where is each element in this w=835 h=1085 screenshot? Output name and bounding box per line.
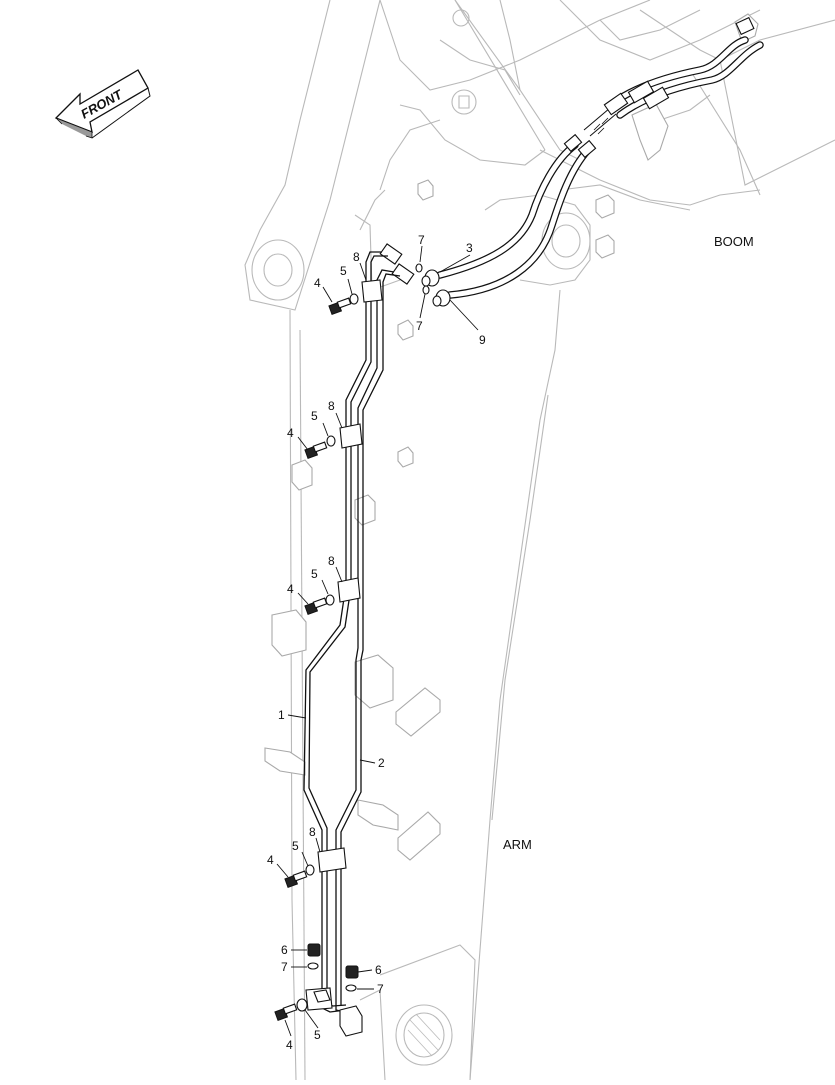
front-arrow: FRONT: [54, 69, 151, 139]
plugs-orings: [307, 943, 363, 1037]
machine-outline: [244, 0, 835, 1081]
callout-5: 5: [311, 567, 318, 581]
callout-1: 1: [278, 708, 285, 722]
callout-5: 5: [314, 1028, 321, 1042]
callout-7: 7: [418, 233, 425, 247]
callout-6: 6: [375, 963, 382, 977]
pipe-clamps: [305, 279, 383, 1011]
callout-4: 4: [314, 276, 321, 290]
callout-4: 4: [287, 426, 294, 440]
arm-pipes: [303, 251, 401, 1013]
callout-7: 7: [377, 982, 384, 996]
callout-5: 5: [292, 839, 299, 853]
callout-9: 9: [479, 333, 486, 347]
callout-8: 8: [309, 825, 316, 839]
callout-4: 4: [286, 1038, 293, 1052]
callout-7: 7: [416, 319, 423, 333]
callout-5: 5: [311, 409, 318, 423]
callout-4: 4: [267, 853, 274, 867]
leader-lines: [276, 245, 479, 1037]
callout-5: 5: [340, 264, 347, 278]
callout-8: 8: [328, 399, 335, 413]
hose-connectors-upper: [379, 243, 451, 307]
arm-label: ARM: [503, 837, 532, 852]
boom-hose-lines: [436, 16, 764, 299]
callout-3: 3: [466, 241, 473, 255]
callout-4: 4: [287, 582, 294, 596]
callout-7: 7: [281, 960, 288, 974]
callout-2: 2: [378, 756, 385, 770]
callout-8: 8: [328, 554, 335, 568]
callout-6: 6: [281, 943, 288, 957]
callout-labels: 3 9 4 5 8 7 7 4 5 8 4 5 8 1 2 4 5 8 6 7 …: [267, 233, 486, 1052]
callout-8: 8: [353, 250, 360, 264]
boom-label: BOOM: [714, 234, 754, 249]
